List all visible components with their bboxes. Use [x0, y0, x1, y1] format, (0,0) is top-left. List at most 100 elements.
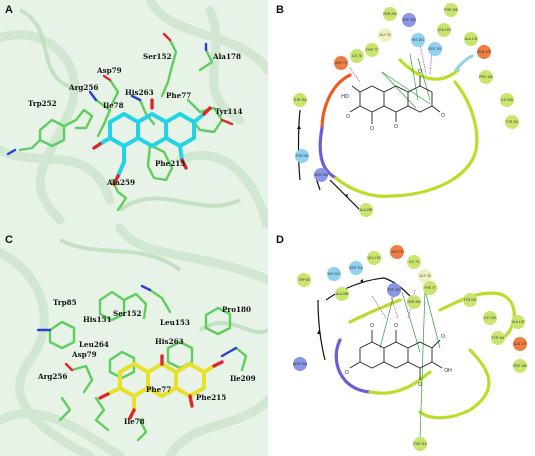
- ligand-2d-b: [349, 76, 441, 124]
- atom-o5-d: O: [441, 334, 445, 340]
- svg-text:ALA 265: ALA 265: [336, 292, 349, 296]
- svg-text:TRP 85: TRP 85: [298, 278, 309, 282]
- panel-c: Trp85 His151 Ser152 Leu153 Pro180 Leu264…: [0, 223, 273, 456]
- ligand-c: [106, 362, 216, 412]
- bubble-ser264: SER 264: [383, 7, 397, 21]
- bubble-gln179: GLN 179: [477, 45, 491, 59]
- svg-text:PHE 77: PHE 77: [424, 286, 436, 290]
- bubble-ala265: ALA 265: [335, 287, 349, 301]
- svg-text:ILE 78: ILE 78: [352, 54, 362, 58]
- label-phe215: Phe215: [196, 393, 226, 402]
- bubble-phe77: PHE 77: [365, 43, 379, 57]
- bubble-tyr114: TYR 114: [505, 115, 519, 129]
- svg-text:THR 251: THR 251: [295, 154, 308, 158]
- label-arg256: Arg256: [37, 372, 67, 381]
- svg-text:ASP 79: ASP 79: [335, 61, 346, 65]
- residue-labels-a: Ser152 Ala178 Asp79 Arg256 Trp252 Ile78 …: [28, 52, 243, 187]
- bubble-ile209: ILE 209: [500, 93, 514, 107]
- bubble-phe77: PHE 77: [423, 281, 437, 295]
- svg-text:TYR 114: TYR 114: [492, 336, 505, 340]
- bubble-arg256: ARG 256: [293, 357, 307, 371]
- bubble-phe255: PHE 255: [444, 3, 458, 17]
- atom-o3-d: O: [345, 370, 349, 376]
- atom-hydroxyl-b: HO: [341, 94, 349, 100]
- label-ser152: Ser152: [143, 52, 172, 61]
- label-phe77: Phe77: [166, 91, 191, 100]
- svg-text:ALA 259: ALA 259: [360, 208, 373, 212]
- label-ser152: Ser152: [113, 309, 142, 318]
- bubble-arg256: ARG 256: [314, 168, 328, 182]
- label-ala259: Ala259: [106, 178, 135, 187]
- bubble-asp79: ASP 79: [390, 245, 404, 259]
- residue-labels-c: Trp85 His151 Ser152 Leu153 Pro180 Leu264…: [37, 298, 256, 426]
- bubble-ile78: ILE 78: [407, 255, 421, 269]
- bubble-ile78: ILE 78: [350, 49, 364, 63]
- atom-o2-b: O: [394, 124, 398, 130]
- svg-text:ILE 78: ILE 78: [409, 260, 419, 264]
- bubble-asp79: ASP 79: [334, 56, 348, 70]
- ligand-a: [98, 112, 206, 178]
- bubble-ser264: SER 264: [407, 295, 421, 309]
- svg-text:TRP 260: TRP 260: [388, 288, 401, 292]
- label-his263: His263: [155, 337, 184, 346]
- svg-text:PHE 255: PHE 255: [444, 8, 457, 12]
- panel-label-d: D: [276, 234, 284, 246]
- atom-o1-d: O: [370, 323, 374, 329]
- svg-text:ILE 209: ILE 209: [501, 98, 513, 102]
- atom-hydroxyl-d: OH: [444, 368, 452, 374]
- atom-o3-b: O: [370, 126, 374, 132]
- svg-text:TRP 260: TRP 260: [403, 18, 416, 22]
- svg-text:ALA 178: ALA 178: [512, 320, 525, 324]
- svg-text:HIS 151: HIS 151: [412, 38, 424, 42]
- atom-o2-d: O: [394, 323, 398, 329]
- label-his263: His263: [125, 88, 154, 97]
- bubble-his151: HIS 151: [327, 267, 341, 281]
- panel-label-c: C: [5, 234, 13, 246]
- label-phe215: Phe215: [155, 159, 185, 168]
- svg-text:SER 152: SER 152: [428, 47, 441, 51]
- bubble-ser152: SER 152: [428, 42, 442, 56]
- bubble-gln179: GLN 179: [513, 337, 527, 351]
- bubble-gly76: GLY 76: [378, 28, 392, 42]
- svg-text:PRO 180: PRO 180: [513, 364, 527, 368]
- bubble-ala178: ALA 178: [511, 315, 525, 329]
- svg-text:GLY 76: GLY 76: [380, 33, 391, 37]
- label-ala178: Ala178: [212, 52, 241, 61]
- panel-label-a: A: [5, 4, 13, 16]
- svg-text:SER 152: SER 152: [349, 266, 362, 270]
- atom-o5-b: O: [441, 113, 445, 119]
- protein-ribbon-a: [0, 0, 273, 235]
- svg-text:GLN 179: GLN 179: [477, 50, 490, 54]
- bubble-pro180: PRO 180: [479, 70, 493, 84]
- label-asp79: Asp79: [96, 66, 122, 75]
- svg-text:ALA 178: ALA 178: [465, 37, 478, 41]
- label-ile209: Ile209: [230, 374, 256, 383]
- svg-text:ARG 256: ARG 256: [293, 362, 307, 366]
- bubble-leu153: LEU 153: [367, 251, 381, 265]
- label-ile78: Ile78: [103, 101, 124, 110]
- svg-text:HIS 151: HIS 151: [328, 272, 340, 276]
- svg-text:LEU 153: LEU 153: [368, 256, 381, 260]
- bubble-thr251: THR 251: [295, 149, 309, 163]
- bubble-thr252: THR 252: [293, 93, 307, 107]
- svg-text:SER 264: SER 264: [383, 12, 396, 16]
- label-arg256: Arg256: [68, 83, 98, 92]
- bubble-trp260: TRP 260: [402, 13, 416, 27]
- bubble-phe215: PHE 215: [413, 437, 427, 451]
- svg-text:PHE 77: PHE 77: [366, 48, 378, 52]
- pocket-outline-b: [318, 54, 479, 198]
- bubble-trp260: TRP 260: [387, 283, 401, 297]
- bubble-ser152: SER 152: [349, 261, 363, 275]
- panel-b: HO O O O O O SER 264 TRP 260 PHE 255 LEU…: [268, 0, 535, 228]
- label-phe77: Phe77: [146, 385, 171, 394]
- residue-sticks-c: [36, 284, 248, 442]
- atom-o4-d: O: [418, 382, 422, 388]
- bubble-pro180: PRO 180: [513, 359, 527, 373]
- svg-text:ILE 209: ILE 209: [484, 316, 496, 320]
- label-his151: His151: [83, 315, 112, 324]
- atom-o1-b: O: [418, 69, 422, 75]
- label-leu264: Leu264: [79, 340, 109, 349]
- label-tyr114: Tyr114: [215, 107, 243, 116]
- bubble-trp85: TRP 85: [297, 273, 311, 287]
- ligand-2d-d: [349, 330, 443, 380]
